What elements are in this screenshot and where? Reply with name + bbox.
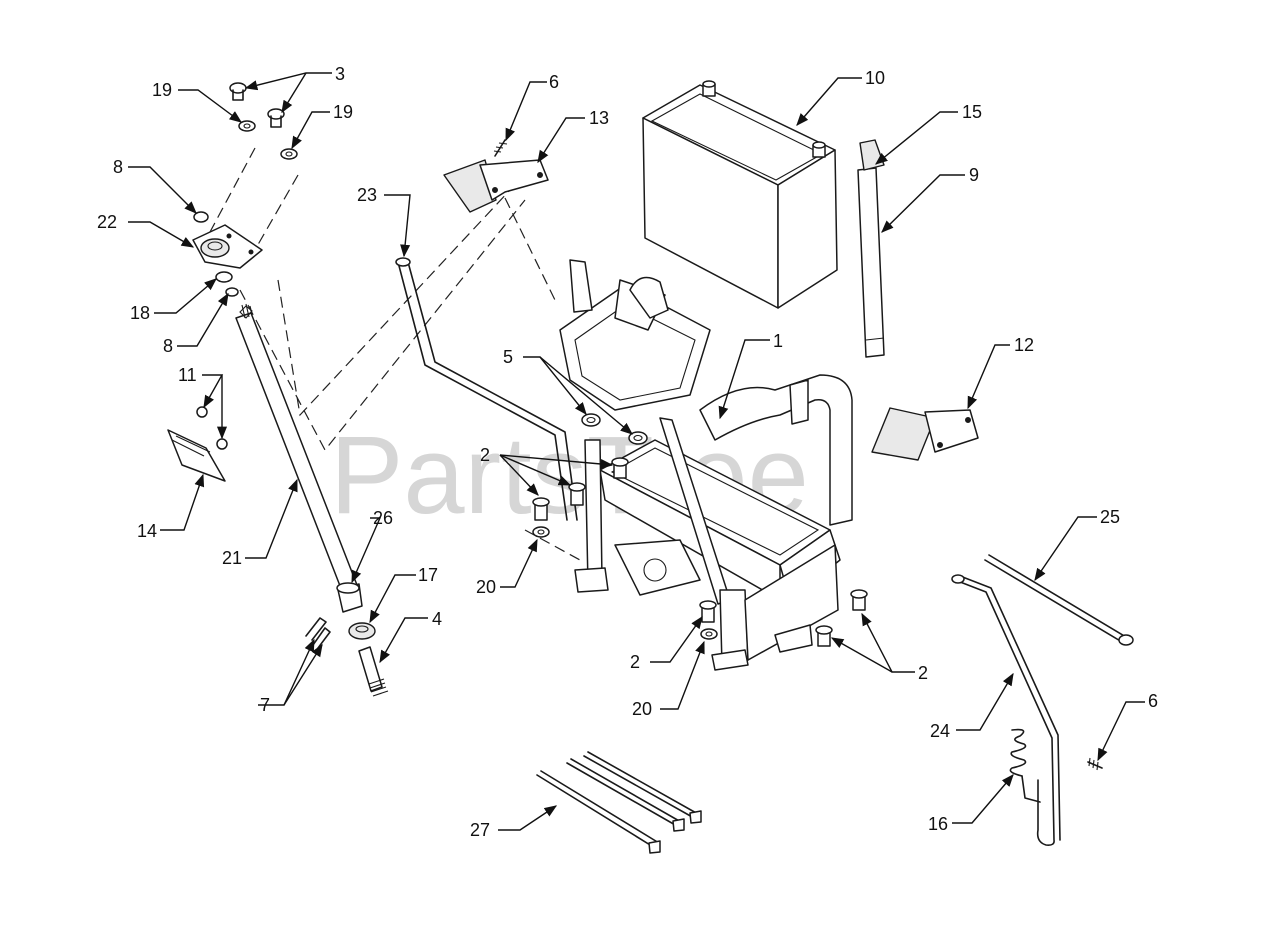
callout-11[interactable]: 11 xyxy=(178,365,197,385)
callout-3[interactable]: 3 xyxy=(335,64,345,84)
callout-5[interactable]: 5 xyxy=(503,347,513,367)
bushing-18 xyxy=(215,271,233,283)
callout-25[interactable]: 25 xyxy=(1100,507,1120,527)
callout-16[interactable]: 16 xyxy=(928,814,948,834)
callout-19[interactable]: 19 xyxy=(333,102,353,122)
clip-7 xyxy=(305,617,331,649)
battery-strap-9 xyxy=(857,139,885,358)
callout-20[interactable]: 20 xyxy=(476,577,496,597)
cable-ties-27 xyxy=(536,751,702,854)
callout-21[interactable]: 21 xyxy=(222,548,242,568)
callout-20[interactable]: 20 xyxy=(632,699,652,719)
lever-24 xyxy=(951,574,1061,846)
callout-13[interactable]: 13 xyxy=(589,108,609,128)
pin-6-lower xyxy=(1087,757,1103,771)
callout-19[interactable]: 19 xyxy=(152,80,172,100)
seat-bracket-12 xyxy=(871,407,979,461)
callout-18[interactable]: 18 xyxy=(130,303,150,323)
callout-labels: 1 2 2 2 3 4 5 6 6 7 8 8 9 10 11 12 13 14… xyxy=(97,64,1158,840)
bushing-26 xyxy=(336,582,363,613)
callout-2[interactable]: 2 xyxy=(630,652,640,672)
washer-5 xyxy=(581,413,648,445)
spring-16 xyxy=(1009,728,1041,803)
callout-1[interactable]: 1 xyxy=(773,331,783,351)
bolt-3-upper xyxy=(229,82,285,128)
callout-12[interactable]: 12 xyxy=(1014,335,1034,355)
callout-7[interactable]: 7 xyxy=(260,695,270,715)
callout-4[interactable]: 4 xyxy=(432,609,442,629)
callout-6[interactable]: 6 xyxy=(549,72,559,92)
callout-27[interactable]: 27 xyxy=(470,820,490,840)
hinge-bracket-13 xyxy=(443,159,549,213)
callout-23[interactable]: 23 xyxy=(357,185,377,205)
pinion-gear-4 xyxy=(358,646,389,697)
rod-25 xyxy=(984,554,1134,646)
steering-plate-22 xyxy=(192,224,263,269)
callout-17[interactable]: 17 xyxy=(418,565,438,585)
callout-8[interactable]: 8 xyxy=(113,157,123,177)
bushing-8-upper xyxy=(193,211,209,223)
washers-20 xyxy=(532,526,718,640)
washer-19 xyxy=(238,120,298,160)
nut-11 xyxy=(196,406,228,450)
bearing-17 xyxy=(348,622,376,640)
callout-24[interactable]: 24 xyxy=(930,721,950,741)
battery-10 xyxy=(642,80,838,309)
pin-6-upper xyxy=(493,139,508,157)
bracket-14 xyxy=(167,429,226,482)
callout-22[interactable]: 22 xyxy=(97,212,117,232)
callout-26[interactable]: 26 xyxy=(373,508,393,528)
callout-10[interactable]: 10 xyxy=(865,68,885,88)
bolts-2 xyxy=(532,457,868,647)
frame-1 xyxy=(559,259,853,671)
callout-14[interactable]: 14 xyxy=(137,521,157,541)
callout-2[interactable]: 2 xyxy=(918,663,928,683)
callout-6[interactable]: 6 xyxy=(1148,691,1158,711)
callout-2[interactable]: 2 xyxy=(480,445,490,465)
callout-15[interactable]: 15 xyxy=(962,102,982,122)
bushing-8-lower xyxy=(225,287,239,297)
leader-lines xyxy=(128,72,1145,831)
callout-8[interactable]: 8 xyxy=(163,336,173,356)
callout-9[interactable]: 9 xyxy=(969,165,979,185)
